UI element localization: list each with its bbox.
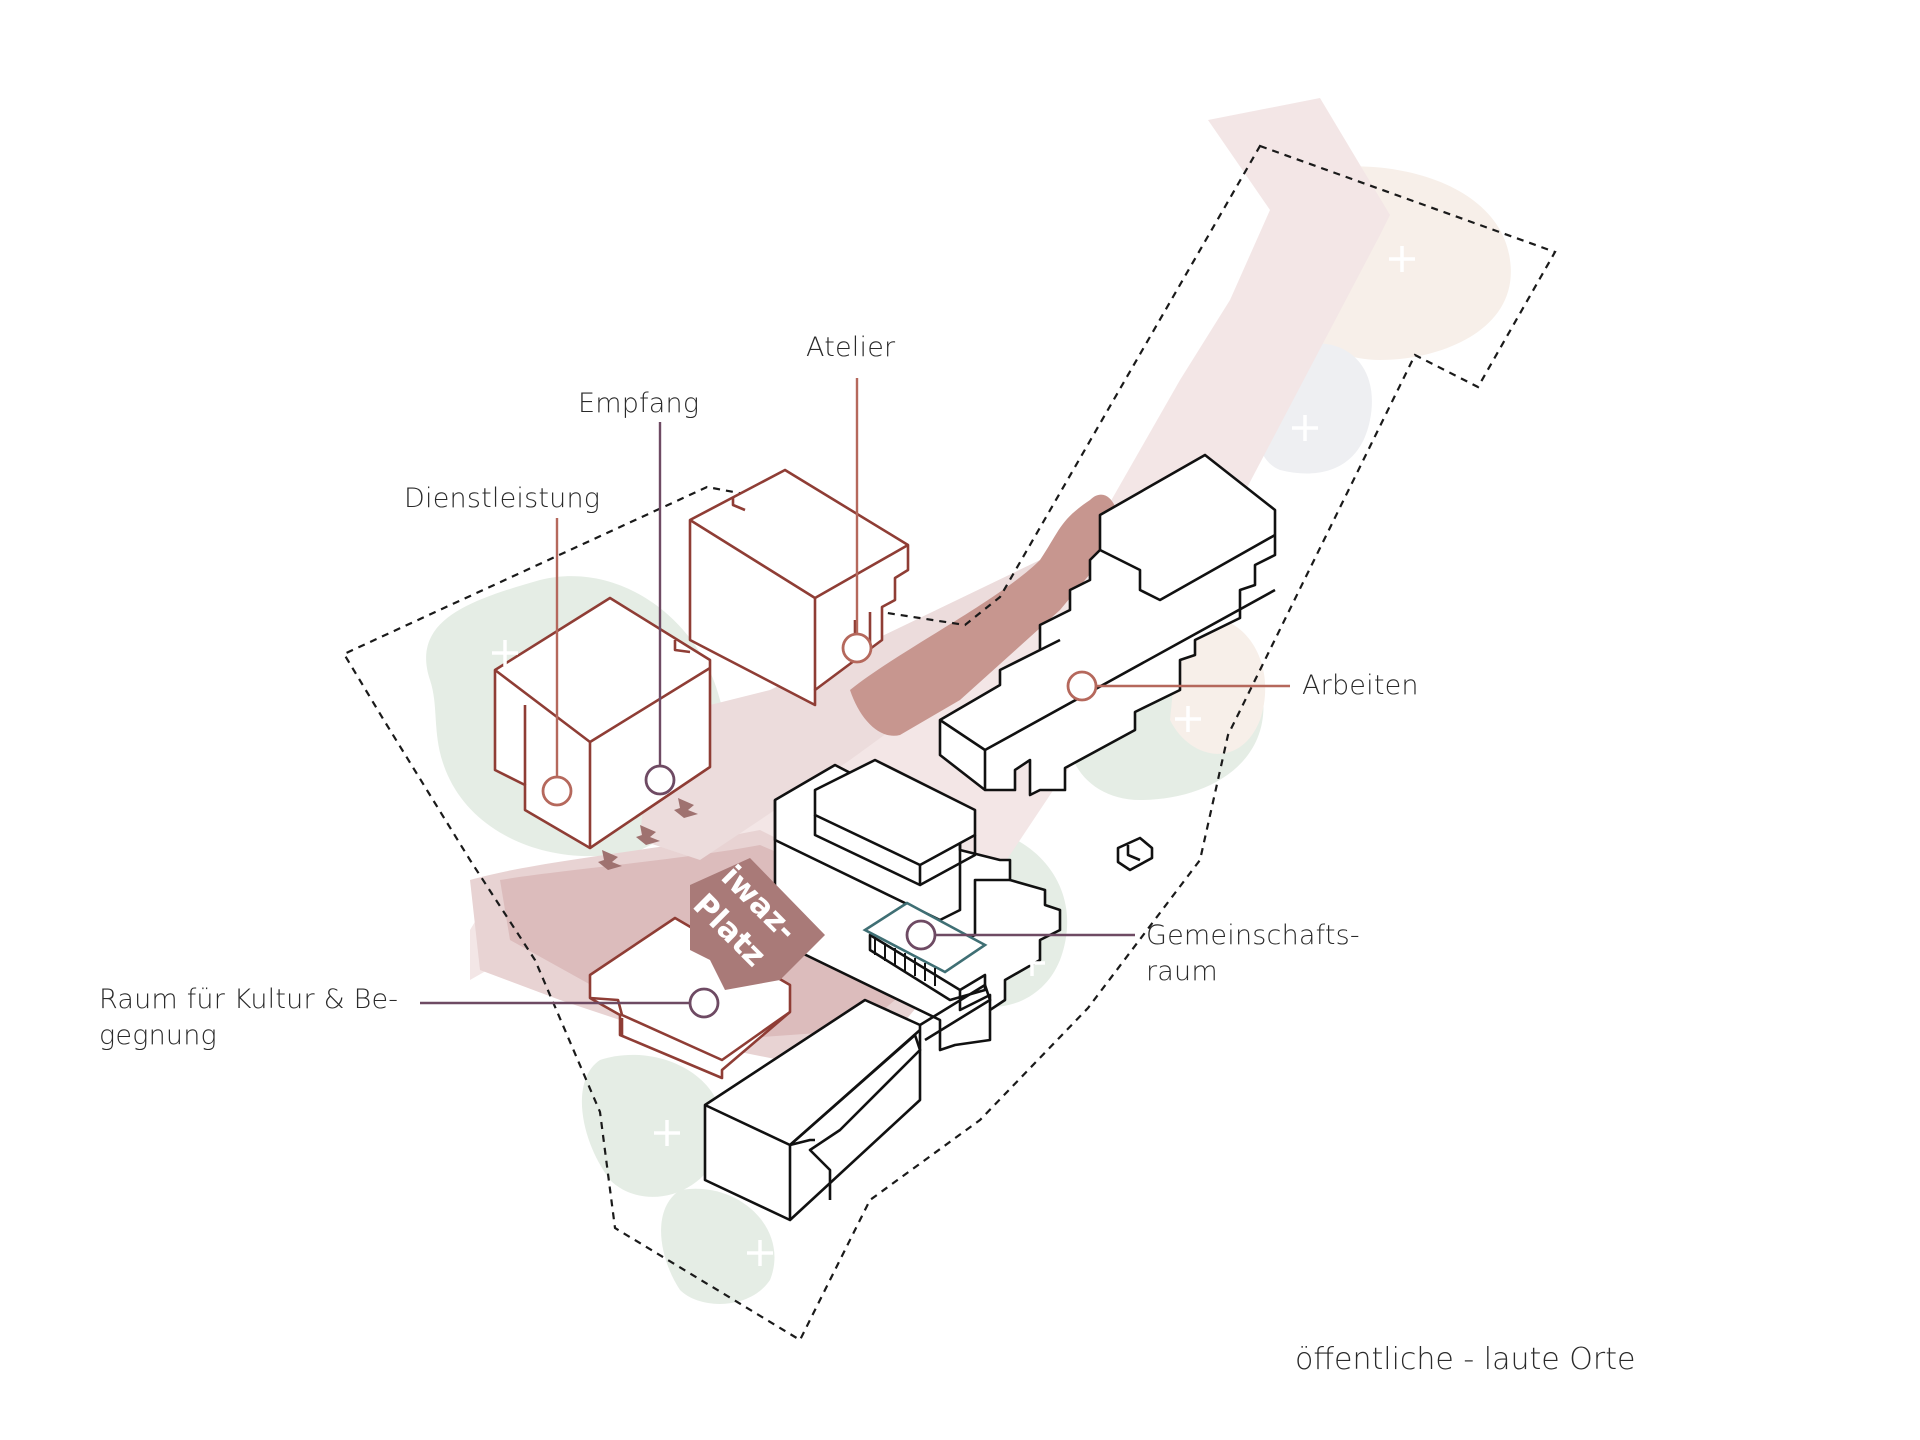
markers <box>541 632 1098 1019</box>
label-kultur-line1: Raum für Kultur & Be- <box>99 984 399 1015</box>
label-atelier: Atelier <box>806 332 896 363</box>
pavilion-posts <box>874 937 936 986</box>
label-empfang: Empfang <box>578 388 700 419</box>
marker-dienstleistung <box>541 775 573 807</box>
marker-gemeinschaft <box>905 919 937 951</box>
label-gemeinschaftsraum-line1: Gemeinschafts- <box>1146 920 1360 951</box>
marker-kultur <box>688 987 720 1019</box>
tree-plus-icons <box>492 246 1415 1266</box>
diagram-title: öffentliche - laute Orte <box>1295 1342 1636 1377</box>
label-gemeinschaftsraum-line2: raum <box>1146 956 1218 987</box>
leader-lines <box>420 378 1290 1005</box>
flow-arrows <box>598 798 698 870</box>
label-arbeiten: Arbeiten <box>1302 670 1419 701</box>
marker-atelier <box>841 632 873 664</box>
label-kultur-line2: gegnung <box>99 1020 217 1051</box>
marker-arbeiten <box>1066 670 1098 702</box>
plaza-badge <box>690 858 825 990</box>
arbeiten-zone <box>850 494 1119 736</box>
marker-empfang <box>644 764 676 796</box>
label-dienstleistung: Dienstleistung <box>404 483 601 514</box>
